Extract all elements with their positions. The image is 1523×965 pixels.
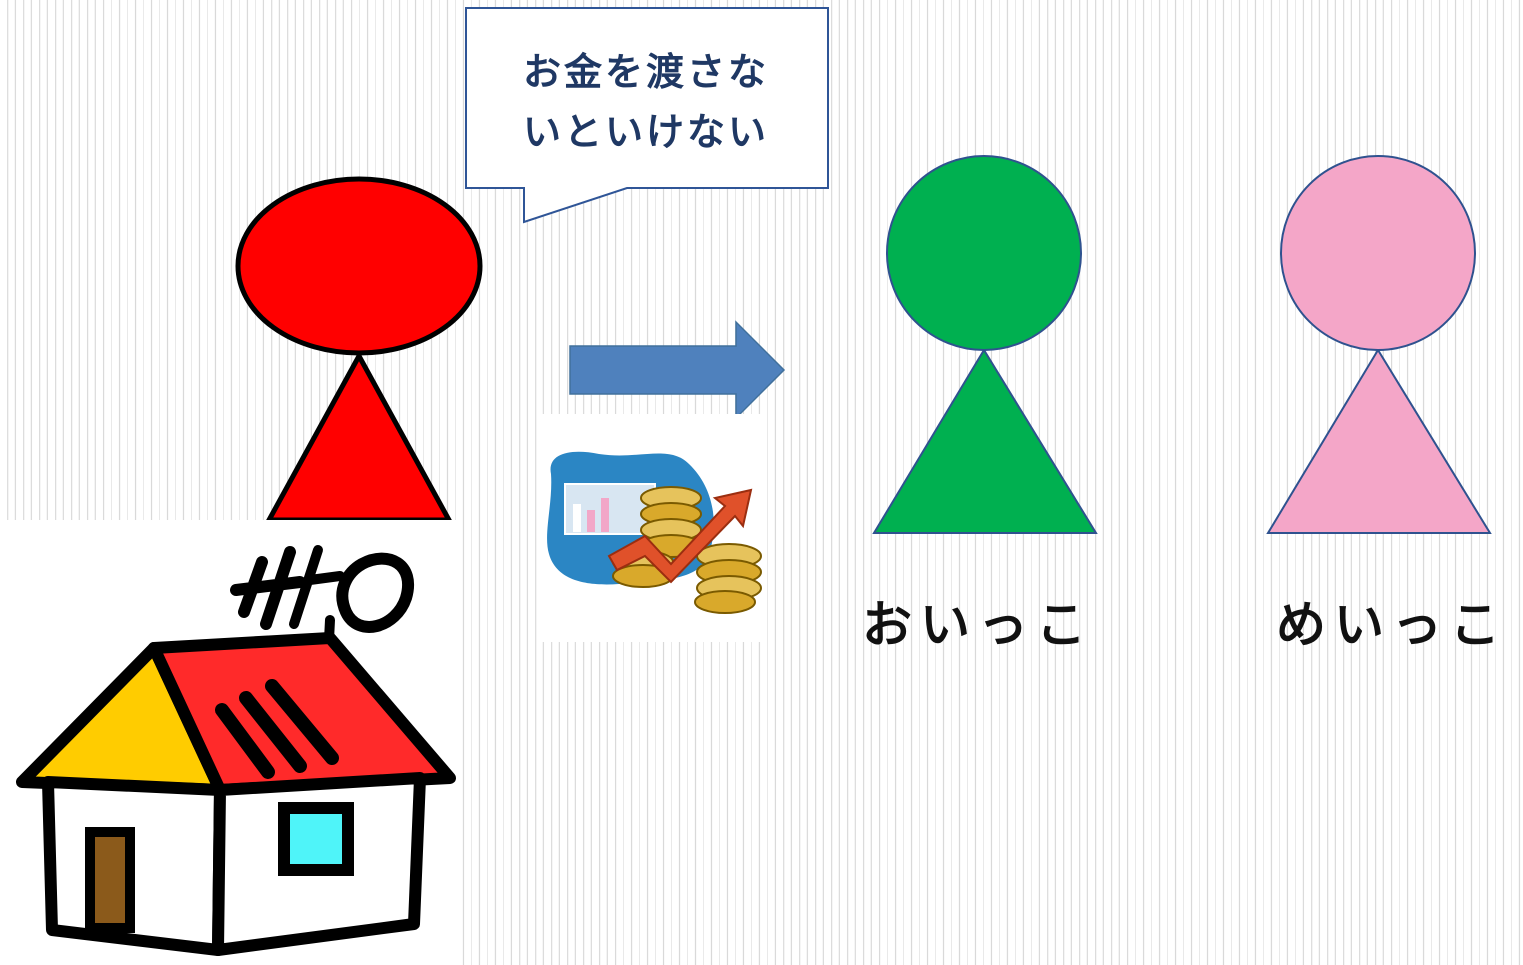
owner-head [235,176,483,356]
speech-bubble [465,7,829,224]
owner-figure [226,176,492,525]
house-icon [0,520,462,965]
transfer-arrow [569,320,786,420]
nephew-head [886,155,1082,351]
niece-figure [1260,155,1500,540]
nephew-body [872,348,1098,534]
money-growth-icon [539,414,765,642]
niece-head [1280,155,1476,351]
nephew-figure [866,155,1106,540]
owner-body [264,350,454,523]
niece-body [1266,348,1492,534]
niece-label: めいっこ [1276,596,1508,654]
nephew-label: おいっこ [862,596,1094,654]
speech-bubble-text: お金を渡さな いといけない [522,50,769,154]
